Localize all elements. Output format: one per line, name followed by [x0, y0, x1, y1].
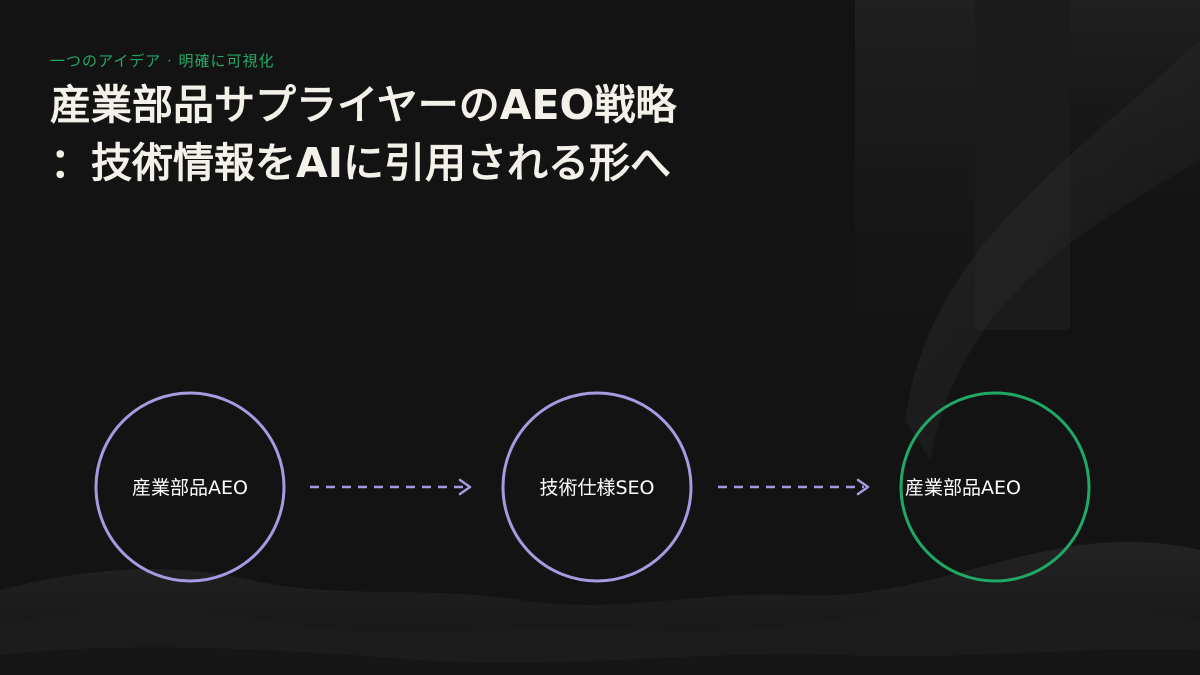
bg-hill [0, 647, 1200, 675]
flow-node-label: 産業部品AEO [905, 477, 1021, 499]
flow-node-label: 産業部品AEO [132, 477, 248, 499]
flow-arrow-head [856, 478, 870, 496]
flow-node-circle [501, 391, 693, 583]
flow-node-label: 技術仕様SEO [539, 477, 654, 499]
eyebrow-label: 一つのアイデア · 明確に可視化 [50, 52, 275, 70]
page-title: 産業部品サプライヤーのAEO戦略 ：技術情報をAIに引用される形へ [50, 76, 850, 192]
bg-swoosh [905, 40, 1200, 460]
title-line-2: ：技術情報をAIに引用される形へ [50, 139, 671, 187]
flow-arrow-head [458, 478, 472, 496]
title-line-1: 産業部品サプライヤーのAEO戦略 [50, 81, 677, 129]
flow-arrow [310, 478, 472, 496]
flow-node-circle [899, 391, 1091, 583]
flow-node-circle [94, 391, 286, 583]
flow-arrow [718, 478, 870, 496]
